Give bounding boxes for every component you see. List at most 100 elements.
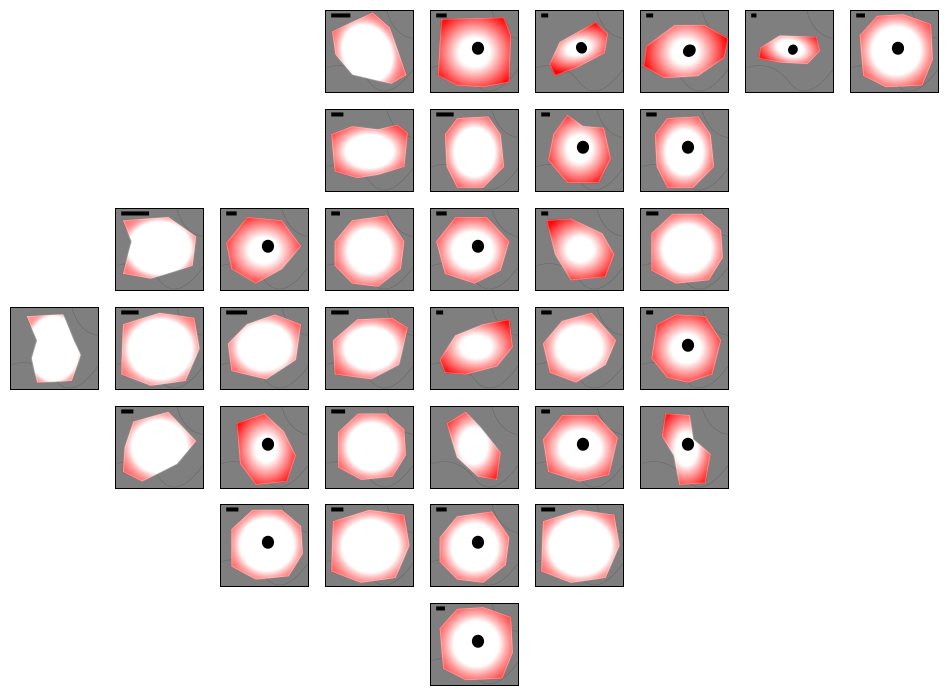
scale-bar	[646, 13, 654, 18]
tile-r0-c8	[850, 10, 939, 93]
tile-r0-c6	[640, 10, 729, 93]
scale-bar	[331, 112, 344, 117]
background-membrane	[431, 407, 518, 488]
nucleus	[681, 338, 695, 352]
nucleus	[471, 41, 485, 55]
cell-edge-stain	[446, 411, 501, 480]
cell-edge-stain	[331, 124, 408, 179]
nucleus	[575, 42, 588, 54]
tile-r4-c3	[325, 406, 414, 489]
tile-r3-c5	[535, 307, 624, 390]
scale-bar	[436, 13, 447, 18]
scale-bar	[541, 211, 549, 216]
tile-r5-c3	[325, 504, 414, 587]
cell-edge-stain	[542, 312, 617, 383]
background-membrane	[746, 11, 833, 92]
scale-bar	[541, 507, 556, 512]
tile-r5-c4	[430, 504, 519, 587]
scale-bar	[226, 507, 239, 512]
tile-r4-c5	[535, 406, 624, 489]
cell-edge-stain	[227, 314, 302, 380]
scale-bar	[646, 211, 659, 216]
tile-r1-c4	[430, 109, 519, 192]
nucleus	[681, 140, 695, 154]
scale-bar	[541, 13, 549, 18]
tile-r5-c2	[220, 504, 309, 587]
scale-bar	[331, 13, 351, 18]
cell-edge-stain	[338, 413, 406, 480]
scale-bar	[331, 310, 349, 315]
scale-bar	[331, 507, 344, 512]
cell-edge-stain	[651, 213, 723, 284]
scale-bar	[436, 606, 445, 611]
cell-edge-stain	[122, 217, 197, 279]
tile-r0-c5	[535, 10, 624, 93]
cell-edge-stain	[26, 314, 81, 383]
scale-bar	[121, 211, 150, 216]
scale-bar	[436, 112, 454, 117]
nucleus	[471, 239, 485, 253]
scale-bar	[541, 409, 550, 414]
cell-edge-stain	[546, 218, 615, 281]
scale-bar	[331, 409, 346, 414]
tile-r1-c3	[325, 109, 414, 192]
tile-r0-c4	[430, 10, 519, 93]
tile-r4-c1	[115, 406, 204, 489]
nucleus	[261, 239, 275, 253]
scale-bar	[226, 211, 237, 216]
cell-edge-stain	[334, 215, 405, 287]
tile-r2-c4	[430, 208, 519, 291]
background-membrane	[536, 209, 623, 290]
tile-r2-c1	[115, 208, 204, 291]
tile-r5-c5	[535, 504, 624, 587]
cell-edge-stain	[444, 116, 505, 188]
tile-r3-c3	[325, 307, 414, 390]
cell-edge-stain	[332, 12, 407, 84]
tile-r3-c6	[640, 307, 729, 390]
nucleus	[576, 437, 590, 451]
cell-edge-stain	[121, 312, 200, 386]
tile-r3-c0	[10, 307, 99, 390]
tile-r2-c3	[325, 208, 414, 291]
cell-edge-stain	[331, 509, 410, 583]
cell-edge-stain	[332, 317, 408, 380]
tile-r1-c6	[640, 109, 729, 192]
nucleus	[682, 44, 696, 57]
tile-r3-c1	[115, 307, 204, 390]
nucleus	[787, 44, 798, 55]
scale-bar	[121, 310, 139, 315]
tile-r3-c2	[220, 307, 309, 390]
scale-bar	[436, 310, 444, 315]
scale-bar	[436, 211, 447, 216]
scale-bar	[541, 112, 550, 117]
tile-r2-c5	[535, 208, 624, 291]
tile-r3-c4	[430, 307, 519, 390]
nucleus	[261, 437, 275, 451]
cell-edge-stain	[541, 509, 620, 583]
cell-edge-stain	[439, 319, 513, 375]
scale-bar	[646, 310, 654, 315]
tile-r0-c7	[745, 10, 834, 93]
cell-edge-stain	[122, 411, 197, 482]
scale-bar	[331, 211, 340, 216]
scale-bar	[436, 507, 447, 512]
scale-bar	[541, 310, 552, 315]
tile-r4-c2	[220, 406, 309, 489]
nucleus	[471, 535, 485, 549]
scale-bar	[646, 112, 657, 117]
scale-bar	[121, 409, 134, 414]
tile-r4-c6	[640, 406, 729, 489]
tile-r2-c2	[220, 208, 309, 291]
scale-bar	[856, 13, 865, 18]
nucleus	[261, 535, 275, 549]
scale-bar	[226, 310, 248, 315]
nucleus	[891, 41, 905, 55]
tile-r0-c3	[325, 10, 414, 93]
tile-r1-c5	[535, 109, 624, 192]
tile-r2-c6	[640, 208, 729, 291]
nucleus	[681, 437, 695, 451]
tile-r6-c4	[430, 603, 519, 686]
background-membrane	[326, 11, 413, 92]
cell-edge-stain	[436, 217, 510, 284]
